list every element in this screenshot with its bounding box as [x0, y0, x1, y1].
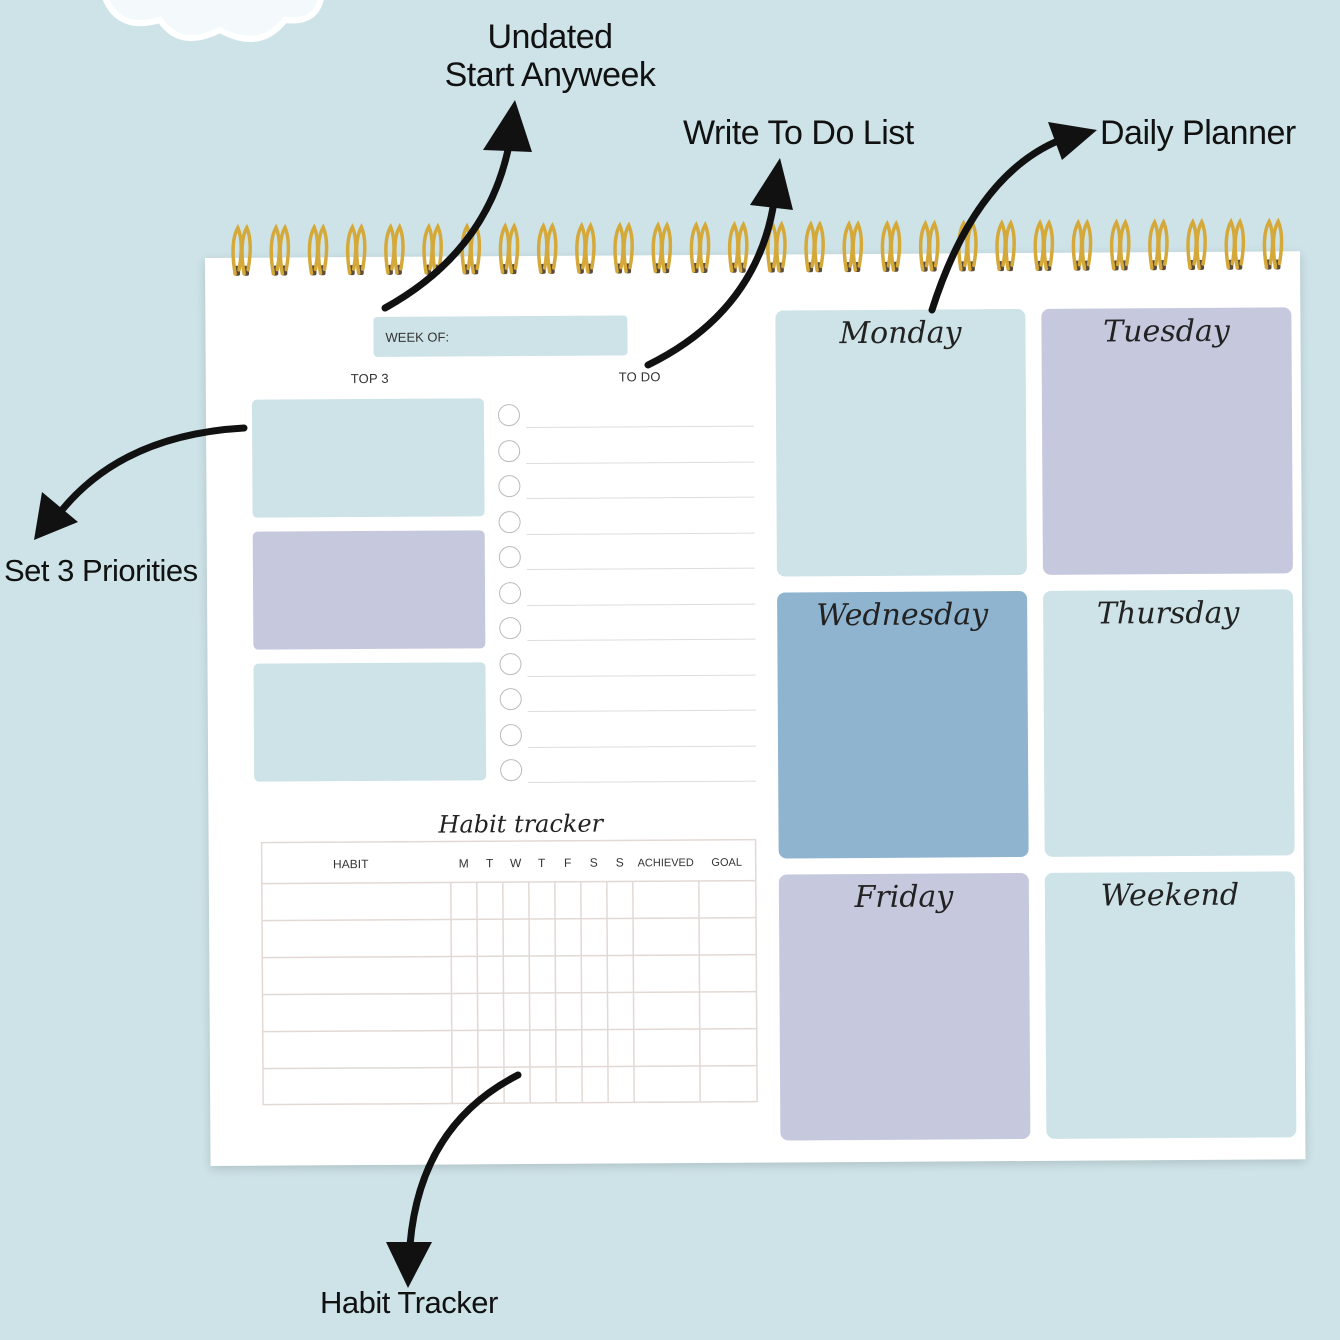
arrow-undated-shaft: [381, 136, 514, 312]
spiral-ring: [1224, 217, 1246, 270]
arrow-priorities-head: [34, 492, 78, 540]
arrow-priorities-shaft: [54, 424, 248, 519]
habit-header-divider: [261, 879, 756, 885]
arrow-daily-shaft: [928, 136, 1064, 314]
arrow-undated-head: [483, 100, 532, 152]
habit-table-border: [260, 838, 758, 1106]
arrow-todo-head: [750, 158, 793, 210]
spiral-ring: [842, 220, 864, 273]
habit-row-line: [262, 1064, 757, 1070]
spiral-ring: [1148, 218, 1169, 271]
callout-daily-planner: Daily Planner: [1100, 114, 1296, 152]
spiral-ring: [307, 223, 329, 276]
habit-header-habit: HABIT: [333, 857, 369, 871]
callout-undated-line2: Start Anyweek: [444, 56, 656, 95]
arrow-daily-head: [1048, 122, 1097, 160]
habit-row-line: [262, 990, 757, 996]
spiral-binding: [231, 217, 1284, 276]
spiral-ring: [1071, 218, 1093, 271]
callout-undated: Undated Start Anyweek: [436, 18, 664, 94]
habit-header-day: S: [616, 855, 624, 869]
spiral-ring: [995, 219, 1016, 272]
spiral-ring: [231, 223, 252, 276]
habit-row-line: [262, 916, 757, 922]
spiral-ring: [1186, 217, 1207, 270]
arrow-habit-shaft: [406, 1071, 522, 1249]
spiral-ring: [804, 220, 825, 273]
habit-row-line: [262, 953, 757, 959]
habit-header-day: F: [564, 856, 571, 870]
spiral-ring: [575, 221, 596, 274]
callout-priorities: Set 3 Priorities: [4, 553, 198, 588]
spiral-ring: [269, 223, 291, 276]
callout-habit-tracker: Habit Tracker: [320, 1285, 498, 1320]
habit-header-achieved: ACHIEVED: [638, 857, 694, 869]
habit-header-day: S: [590, 856, 598, 870]
spiral-ring: [727, 220, 749, 273]
spiral-ring: [384, 222, 405, 275]
habit-tracker-table: HABIT M T W T F S S ACHIEVED GOAL: [260, 838, 758, 1106]
spiral-ring: [536, 221, 558, 274]
callout-todo: Write To Do List: [683, 114, 914, 152]
planner-sheet: WEEK OF: TOP 3 TO DO Monday Tuesday Wedn…: [205, 217, 1306, 1166]
habit-header-day: M: [459, 856, 469, 870]
spiral-ring: [498, 222, 520, 275]
spiral-ring: [880, 219, 902, 272]
habit-row-line: [262, 1027, 757, 1033]
callout-undated-line1: Undated: [487, 18, 613, 56]
spiral-ring: [345, 223, 367, 276]
spiral-ring: [1109, 218, 1131, 271]
spiral-ring: [1262, 217, 1284, 270]
habit-header-goal: GOAL: [711, 857, 742, 869]
spiral-ring: [1033, 218, 1055, 271]
spiral-ring: [689, 221, 711, 274]
arrow-habit-head: [386, 1242, 432, 1288]
spiral-ring: [651, 221, 673, 274]
habit-header-day: T: [538, 856, 546, 870]
spiral-ring: [613, 221, 634, 274]
spiral-ring: [918, 219, 940, 272]
habit-header-day: T: [486, 856, 494, 870]
habit-header-day: W: [510, 856, 522, 870]
cloud-decoration: [102, 0, 324, 42]
arrow-todo-shaft: [644, 191, 779, 369]
